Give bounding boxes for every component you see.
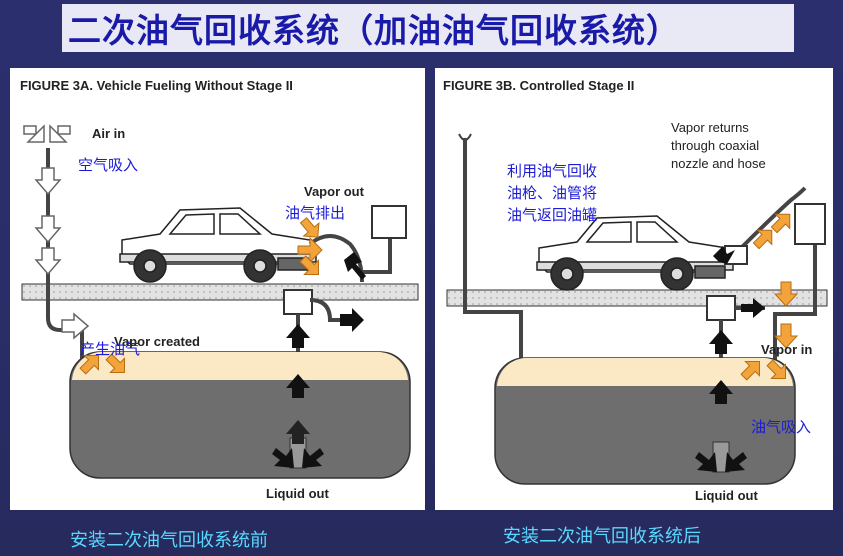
caption-after: 安装二次油气回收系统后: [503, 526, 701, 547]
air-in-label: Air in: [92, 126, 126, 141]
vapor-in-arrows: [740, 359, 786, 381]
vapor-created-zh-label: 产生油气: [80, 340, 141, 358]
caption-before: 安装二次油气回收系统前: [70, 530, 268, 551]
vapor-in-zh-label: 油气吸入: [751, 418, 812, 436]
figure-3a-panel: FIGURE 3A. Vehicle Fueling Without Stage…: [10, 68, 425, 510]
figure-3b-title: FIGURE 3B. Controlled Stage II: [443, 78, 635, 93]
storage-tank-a: [69, 351, 411, 479]
vapor-created-arrows: [79, 353, 125, 375]
figure-3b-diagram: [446, 133, 828, 485]
vent-cap: [458, 133, 472, 141]
vehicle: [119, 207, 317, 283]
liquid-in-arrows: [272, 448, 324, 468]
pipe-direction-arrow: [741, 298, 765, 318]
vehicle: [536, 215, 734, 291]
vapor-direction-arrow: [344, 252, 366, 280]
vapor-returns-label-2: through coaxial: [671, 138, 760, 153]
nozzle-direction-arrow: [713, 246, 735, 264]
air-in-arrows: [23, 124, 90, 340]
nozzle-and-hose: [308, 234, 392, 283]
figure-3b-panel: FIGURE 3B. Controlled Stage II Vapor ret…: [435, 68, 833, 510]
dispenser-box: [794, 203, 826, 245]
ground-slab: [21, 283, 419, 301]
vapor-return-arrows: [752, 213, 799, 349]
page-title: 二次油气回收系统（加油油气回收系统）: [62, 4, 794, 52]
pipe-direction-arrow: [340, 308, 364, 332]
liquid-in-arrows: [695, 452, 747, 472]
return-zh-label-1: 利用油气回收: [507, 162, 598, 180]
liquid-up-arrows: [709, 330, 733, 404]
vapor-out-arrows: [297, 217, 323, 275]
liquid-out-label-b: Liquid out: [695, 488, 758, 503]
vent-pipe: [46, 148, 84, 360]
liquid-out-label-a: Liquid out: [266, 486, 329, 501]
return-zh-label-2: 油枪、油管将: [507, 184, 598, 202]
vapor-out-zh-label: 油气排出: [285, 204, 346, 222]
air-in-zh-label: 空气吸入: [78, 156, 139, 174]
vapor-returns-label-3: nozzle and hose: [671, 156, 766, 171]
return-zh-label-3: 油气返回油罐: [507, 206, 598, 224]
dispenser-box: [371, 205, 407, 239]
vent-pipe: [463, 138, 523, 358]
vapor-created-label: Vapor created: [114, 334, 200, 349]
vapor-returns-label-1: Vapor returns: [671, 120, 749, 135]
vapor-out-label: Vapor out: [304, 184, 364, 199]
figure-3a-diagram: [21, 124, 419, 479]
vapor-in-label: Vapor in: [761, 342, 813, 357]
coaxial-nozzle-and-hose: [733, 186, 817, 368]
ground-slab: [446, 289, 828, 307]
liquid-up-arrows: [286, 324, 310, 444]
figure-3a-title: FIGURE 3A. Vehicle Fueling Without Stage…: [20, 78, 293, 93]
